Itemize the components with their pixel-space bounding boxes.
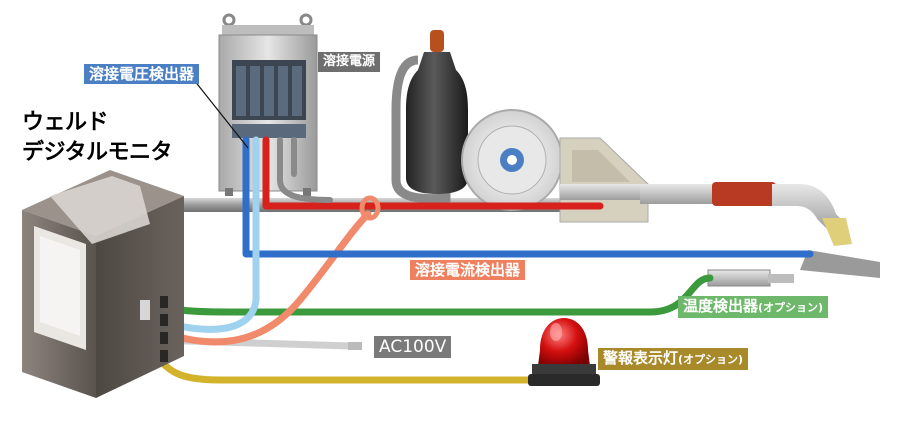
wire-feeder (461, 109, 649, 223)
warning-lamp (528, 318, 600, 386)
temperature-sensor (707, 269, 794, 287)
current-detector-clamp (359, 195, 381, 221)
product-title-line1: ウェルド (22, 110, 109, 135)
power-source-label: 溶接電源 (318, 52, 381, 72)
temperature-detector-label: 温度検出器(オプション) (678, 296, 829, 318)
voltage-leader-line (193, 79, 249, 149)
temperature-detector-text: 温度検出器 (683, 297, 759, 315)
welding-torch (640, 182, 880, 278)
weld-digital-monitor (22, 170, 184, 398)
warning-light-label: 警報表示灯(オプション) (598, 348, 749, 370)
gas-cylinder (391, 30, 468, 204)
ac-power-label: AC100V (374, 336, 452, 358)
welding-power-source (218, 13, 318, 196)
temperature-option-text: (オプション) (758, 301, 824, 314)
product-title-line2: デジタルモニタ (22, 140, 173, 165)
current-detector-label: 溶接電流検出器 (410, 260, 526, 280)
warning-light-text: 警報表示灯 (603, 349, 679, 367)
product-title: ウェルド デジタルモニタ (22, 108, 173, 168)
warning-option-text: (オプション) (678, 353, 744, 366)
voltage-detector-label: 溶接電圧検出器 (84, 64, 200, 84)
